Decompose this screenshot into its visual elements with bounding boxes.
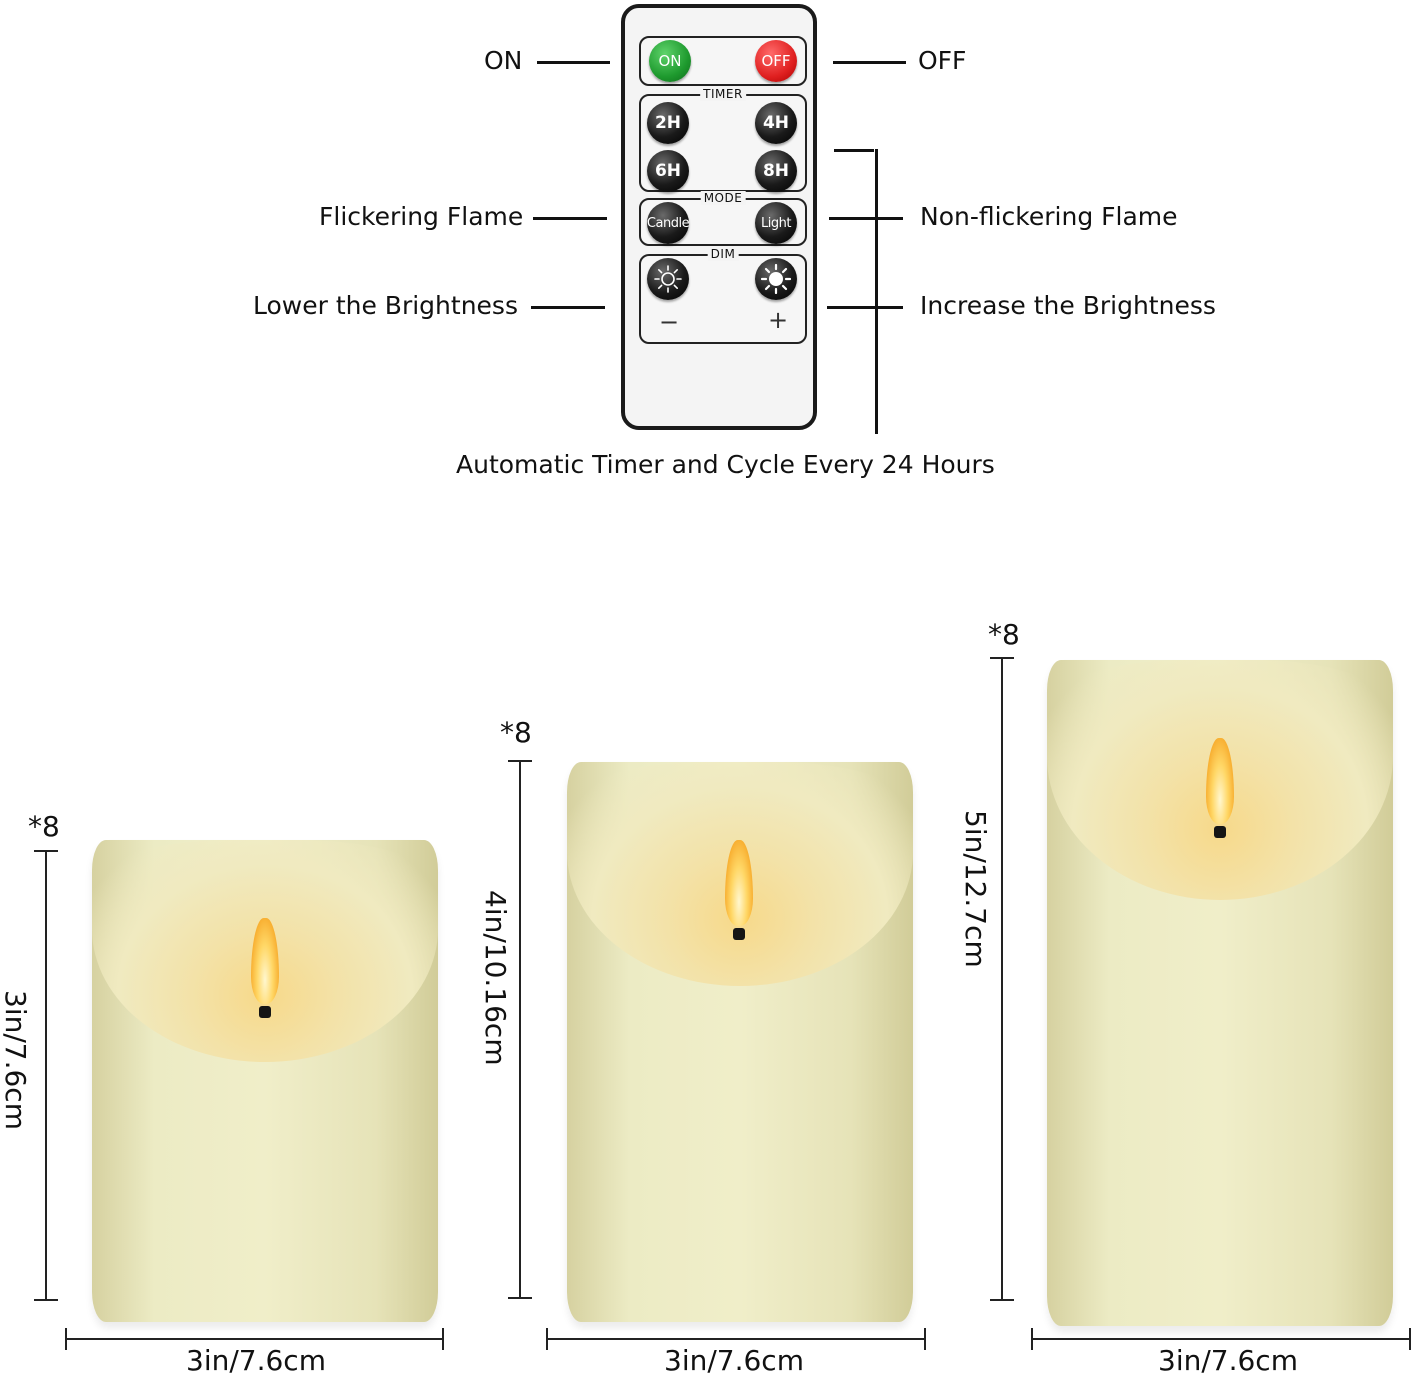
candle-1-wick bbox=[259, 1006, 271, 1018]
remote-control: ON OFF TIMER 2H 4H 6H 8H MODE Candle Lig… bbox=[621, 4, 817, 430]
timer-bracket-top bbox=[834, 149, 874, 152]
candle-2-width-label: 3in/7.6cm bbox=[664, 1344, 804, 1377]
dim-label: DIM bbox=[707, 247, 739, 261]
off-button[interactable]: OFF bbox=[755, 40, 797, 82]
timer-2h-button[interactable]: 2H bbox=[647, 102, 689, 144]
dim-plus-sign: + bbox=[768, 306, 789, 334]
callout-non-flickering-leader bbox=[829, 217, 903, 220]
mode-candle-button[interactable]: Candle bbox=[647, 202, 690, 244]
sun-high-icon bbox=[761, 264, 791, 294]
timer-bracket-vertical bbox=[875, 149, 878, 434]
candle-3-width-tick-right bbox=[1409, 1328, 1411, 1350]
candle-1-height-label: 3in/7.6cm bbox=[0, 990, 32, 1130]
timer-8h-button[interactable]: 8H bbox=[755, 150, 797, 192]
candle-3-height-label: 5in/12.7cm bbox=[959, 810, 992, 968]
mode-label: MODE bbox=[700, 191, 746, 205]
candle-1-height-line bbox=[45, 851, 47, 1300]
candle-1 bbox=[92, 840, 438, 1322]
timer-4h-button[interactable]: 4H bbox=[755, 102, 797, 144]
candle-3-width-label: 3in/7.6cm bbox=[1158, 1344, 1298, 1377]
sun-low-icon bbox=[654, 265, 682, 293]
candle-3-height-tick-bottom bbox=[990, 1299, 1014, 1301]
callout-increase-brightness-leader bbox=[827, 306, 903, 309]
mode-light-button[interactable]: Light bbox=[755, 202, 797, 244]
candle-2-height-label: 4in/10.16cm bbox=[479, 890, 512, 1066]
dim-down-button[interactable] bbox=[647, 258, 689, 300]
dim-up-button[interactable] bbox=[755, 258, 797, 300]
dim-group: DIM − bbox=[639, 247, 807, 344]
candle-3-wick bbox=[1214, 826, 1226, 838]
callout-non-flickering: Non-flickering Flame bbox=[920, 202, 1178, 231]
callout-off: OFF bbox=[918, 46, 967, 75]
candle-2-width-line bbox=[547, 1338, 925, 1340]
callout-lower-brightness: Lower the Brightness bbox=[253, 291, 518, 320]
candle-1-width-label: 3in/7.6cm bbox=[186, 1344, 326, 1377]
timer-group: TIMER 2H 4H 6H 8H bbox=[639, 87, 807, 192]
callout-off-leader bbox=[833, 61, 906, 64]
callout-on: ON bbox=[484, 46, 523, 75]
callout-flickering-leader bbox=[533, 217, 607, 220]
candle-3-quantity: *8 bbox=[988, 618, 1020, 651]
candle-1-flame bbox=[251, 918, 279, 1004]
candle-2-height-line bbox=[519, 761, 521, 1298]
callout-lower-brightness-leader bbox=[531, 306, 605, 309]
timer-6h-button[interactable]: 6H bbox=[647, 150, 689, 192]
candle-1-quantity: *8 bbox=[28, 810, 60, 843]
dim-minus-sign: − bbox=[659, 308, 680, 336]
candle-3 bbox=[1047, 660, 1393, 1326]
timer-label: TIMER bbox=[700, 87, 746, 101]
candle-1-width-tick-right bbox=[442, 1328, 444, 1350]
candle-3-flame bbox=[1206, 738, 1234, 824]
candle-3-width-line bbox=[1032, 1338, 1410, 1340]
on-button[interactable]: ON bbox=[649, 40, 691, 82]
candle-2-flame bbox=[725, 840, 753, 926]
callout-flickering: Flickering Flame bbox=[319, 202, 524, 231]
mode-group: MODE Candle Light bbox=[639, 191, 807, 246]
candle-2-width-tick-right bbox=[924, 1328, 926, 1350]
candle-2-wick bbox=[733, 928, 745, 940]
candle-2 bbox=[567, 762, 913, 1322]
power-group: ON OFF bbox=[639, 36, 807, 86]
candle-2-quantity: *8 bbox=[500, 716, 532, 749]
candle-3-height-line bbox=[1001, 658, 1003, 1300]
callout-increase-brightness: Increase the Brightness bbox=[920, 291, 1216, 320]
candle-1-width-line bbox=[66, 1338, 443, 1340]
candle-1-height-tick-bottom bbox=[34, 1299, 58, 1301]
callout-on-leader bbox=[537, 61, 610, 64]
callout-auto-timer: Automatic Timer and Cycle Every 24 Hours bbox=[456, 450, 995, 479]
candle-2-height-tick-bottom bbox=[508, 1297, 532, 1299]
